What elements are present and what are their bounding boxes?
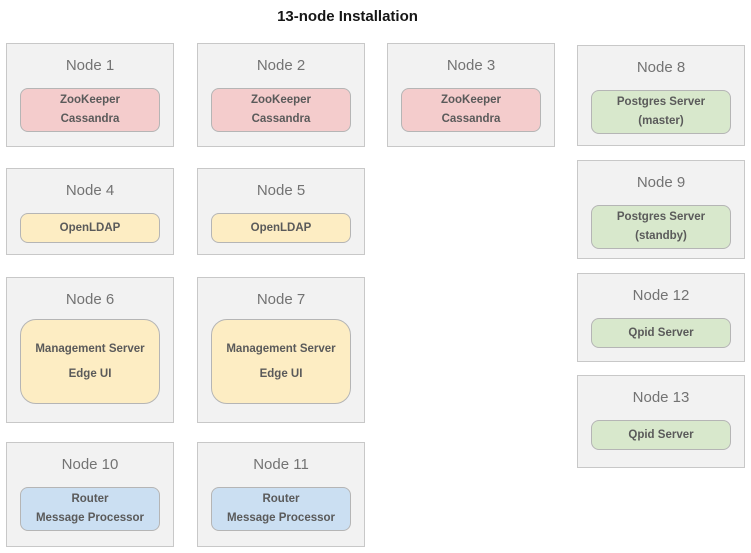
- service-box-postgres-master: Postgres Server (master): [591, 90, 731, 134]
- service-label: Cassandra: [441, 113, 501, 125]
- service-box-management-server: Management Server Edge UI: [211, 319, 351, 404]
- node-title: Node 2: [256, 57, 306, 74]
- node-10: Node 10 Router Message Processor: [6, 442, 174, 547]
- service-label: Cassandra: [60, 113, 120, 125]
- service-box-zookeeper-cassandra: ZooKeeper Cassandra: [211, 88, 351, 132]
- node-8: Node 8 Postgres Server (master): [577, 45, 745, 146]
- service-label: ZooKeeper: [250, 94, 312, 106]
- diagram-title: 13-node Installation: [277, 8, 418, 25]
- node-13: Node 13 Qpid Server: [577, 375, 745, 468]
- node-title: Node 13: [632, 389, 690, 406]
- node-title: Node 5: [256, 182, 306, 199]
- service-label: OpenLDAP: [59, 221, 121, 234]
- service-box-openldap: OpenLDAP: [20, 213, 160, 243]
- node-title: Node 4: [65, 182, 115, 199]
- service-label: Postgres Server: [616, 211, 706, 223]
- service-box-router-processor: Router Message Processor: [211, 487, 351, 531]
- service-label: Cassandra: [251, 113, 311, 125]
- service-label: Router: [262, 493, 300, 505]
- service-box-zookeeper-cassandra: ZooKeeper Cassandra: [401, 88, 541, 132]
- node-12: Node 12 Qpid Server: [577, 273, 745, 362]
- node-title: Node 8: [636, 59, 686, 76]
- service-label: OpenLDAP: [250, 221, 312, 234]
- service-label: Message Processor: [226, 512, 336, 524]
- service-label: (standby): [635, 230, 687, 242]
- node-2: Node 2 ZooKeeper Cassandra: [197, 43, 365, 147]
- node-1: Node 1 ZooKeeper Cassandra: [6, 43, 174, 147]
- node-title: Node 6: [65, 291, 115, 308]
- service-box-router-processor: Router Message Processor: [20, 487, 160, 531]
- service-label: Management Server: [226, 342, 336, 355]
- service-label: Postgres Server: [616, 96, 706, 108]
- service-label: ZooKeeper: [440, 94, 502, 106]
- service-label: Message Processor: [35, 512, 145, 524]
- service-label: Qpid Server: [628, 428, 694, 441]
- service-box-qpid: Qpid Server: [591, 318, 731, 348]
- service-label: Qpid Server: [628, 326, 694, 339]
- node-6: Node 6 Management Server Edge UI: [6, 277, 174, 423]
- node-5: Node 5 OpenLDAP: [197, 168, 365, 255]
- node-title: Node 1: [65, 57, 115, 74]
- node-7: Node 7 Management Server Edge UI: [197, 277, 365, 423]
- service-label: Edge UI: [68, 367, 112, 380]
- service-box-management-server: Management Server Edge UI: [20, 319, 160, 404]
- node-11: Node 11 Router Message Processor: [197, 442, 365, 547]
- service-box-openldap: OpenLDAP: [211, 213, 351, 243]
- node-4: Node 4 OpenLDAP: [6, 168, 174, 255]
- node-title: Node 7: [256, 291, 306, 308]
- node-title: Node 10: [61, 456, 119, 473]
- service-box-zookeeper-cassandra: ZooKeeper Cassandra: [20, 88, 160, 132]
- node-3: Node 3 ZooKeeper Cassandra: [387, 43, 555, 147]
- service-box-qpid: Qpid Server: [591, 420, 731, 450]
- service-label: ZooKeeper: [59, 94, 121, 106]
- node-title: Node 11: [253, 456, 309, 473]
- service-label: (master): [638, 115, 684, 127]
- node-title: Node 9: [636, 174, 686, 191]
- service-label: Management Server: [35, 342, 145, 355]
- node-title: Node 12: [632, 287, 690, 304]
- node-title: Node 3: [446, 57, 496, 74]
- service-label: Router: [71, 493, 109, 505]
- service-label: Edge UI: [259, 367, 303, 380]
- service-box-postgres-standby: Postgres Server (standby): [591, 205, 731, 249]
- node-9: Node 9 Postgres Server (standby): [577, 160, 745, 259]
